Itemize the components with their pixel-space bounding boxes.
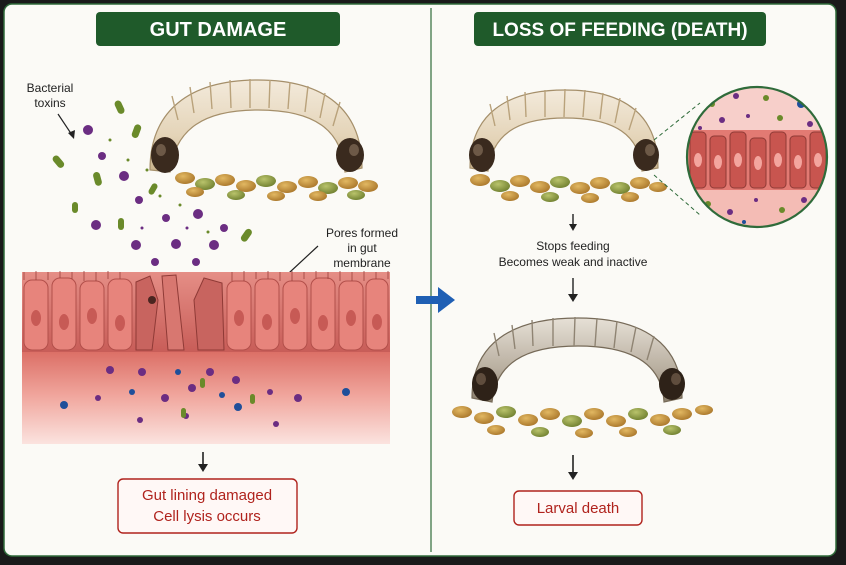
right-arrow-icon (416, 287, 455, 313)
status-line1: Stops feeding (536, 239, 609, 253)
down-arrow-icon-2 (568, 294, 578, 302)
right-larva-seeds-top (470, 174, 667, 203)
right-result-box (513, 490, 643, 526)
left-result-line2: Cell lysis occurs (153, 508, 261, 525)
down-arrow-icon-1 (569, 224, 577, 231)
right-larva-seeds-bottom (452, 405, 713, 438)
left-result-line1: Gut lining damaged (142, 487, 272, 504)
left-panel-title-badge (96, 12, 340, 46)
right-larva-feeding (469, 88, 659, 172)
toxin-pointer-line (57, 113, 73, 136)
left-larva-seeds (175, 172, 378, 201)
gut-zoom-inset (685, 85, 829, 229)
pores-label-line1: Pores formed (326, 226, 398, 240)
left-larva (149, 79, 364, 173)
right-panel-title-badge (474, 12, 766, 46)
toxin-label-line1: Bacterial (27, 81, 74, 95)
right-panel-title: LOSS OF FEEDING (DEATH) (492, 20, 747, 41)
right-panel: LOSS OF FEEDING (DEATH) (452, 12, 829, 526)
down-arrow-icon-3 (568, 472, 578, 480)
left-panel-title: GUT DAMAGE (150, 19, 287, 41)
gut-tissue-illustration (22, 271, 390, 444)
zoom-guide-top (653, 102, 701, 141)
zoom-guide-bottom (653, 174, 701, 216)
status-line2: Becomes weak and inactive (499, 255, 648, 269)
left-panel: GUT DAMAGE Bacterial toxins (22, 12, 398, 534)
right-result-label: Larval death (537, 500, 620, 517)
left-result-box (117, 478, 298, 534)
toxin-pointer-head (68, 130, 75, 139)
pores-label-line3: membrane (333, 256, 391, 270)
toxin-label-line2: toxins (34, 96, 65, 110)
toxin-particles-left (52, 100, 252, 266)
down-arrow-icon (198, 464, 208, 472)
pores-label-line2: in gut (347, 241, 377, 255)
right-larva-dead (471, 316, 685, 403)
